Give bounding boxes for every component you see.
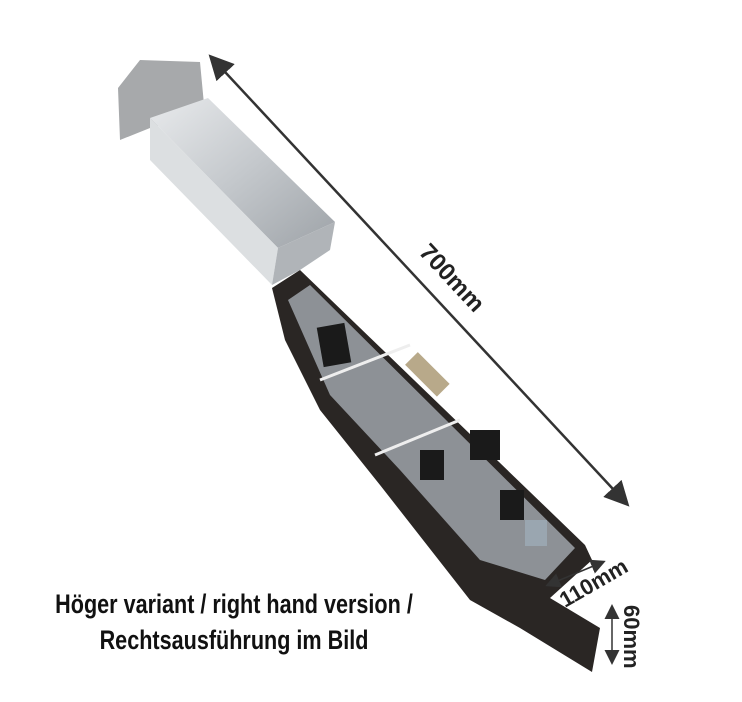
width-arrow	[545, 559, 606, 588]
length-label: 700mm	[414, 239, 490, 318]
caption-line-2: Rechtsausführung im Bild	[99, 625, 369, 655]
caption-line-1: Höger variant / right hand version /	[55, 589, 413, 619]
length-arrow	[208, 54, 630, 507]
height-label: 60mm	[619, 605, 644, 669]
